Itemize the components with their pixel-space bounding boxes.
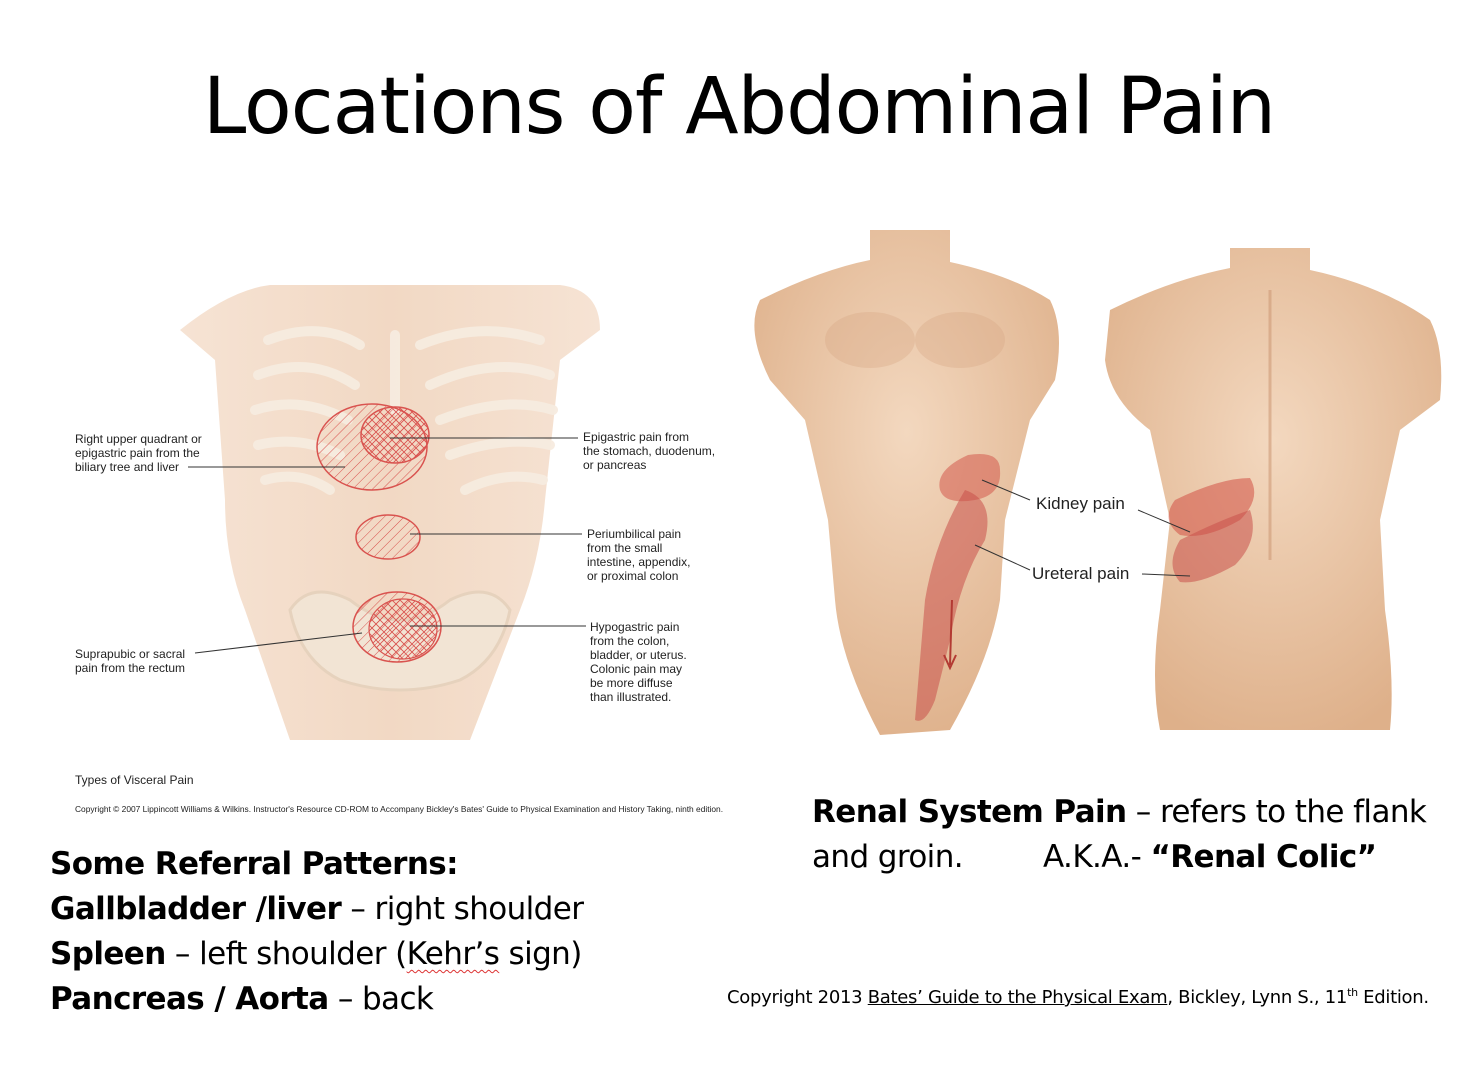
referral-line-pancreas: Pancreas / Aorta – back (50, 981, 434, 1017)
kidney-pain-label: Kidney pain (1036, 494, 1125, 513)
ureteral-pain-zone-back (1172, 510, 1253, 583)
suprapubic-pain-zone (368, 598, 438, 660)
periumbilical-pain-zone (355, 514, 421, 560)
spellcheck-word: Kehr’s (406, 936, 500, 972)
renal-pain-front-figure (754, 230, 1059, 735)
footer-copyright: Copyright 2013 Bates’ Guide to the Physi… (727, 986, 1429, 1008)
referral-line-spleen: Spleen – left shoulder (Kehr’s sign) (50, 936, 582, 972)
renal-system-pain: Renal System Pain – refers to the flank … (812, 794, 1427, 875)
book-title: Bates’ Guide to the Physical Exam (867, 987, 1168, 1008)
referral-line-gallbladder: Gallbladder /liver – right shoulder (50, 891, 584, 927)
figure-copyright: Copyright © 2007 Lippincott Williams & W… (75, 804, 724, 814)
ureteral-pain-label: Ureteral pain (1032, 564, 1129, 583)
kidney-pain-zone-front (939, 454, 1001, 502)
referral-patterns: Some Referral Patterns: Gallbladder /liv… (50, 842, 584, 1022)
slide-title: Locations of Abdominal Pain (202, 62, 1276, 152)
renal-pain-back-figure (1105, 248, 1442, 730)
figure-caption: Types of Visceral Pain (75, 773, 194, 787)
epigastric-pain-zone (360, 406, 430, 464)
referral-heading: Some Referral Patterns: (50, 846, 459, 882)
